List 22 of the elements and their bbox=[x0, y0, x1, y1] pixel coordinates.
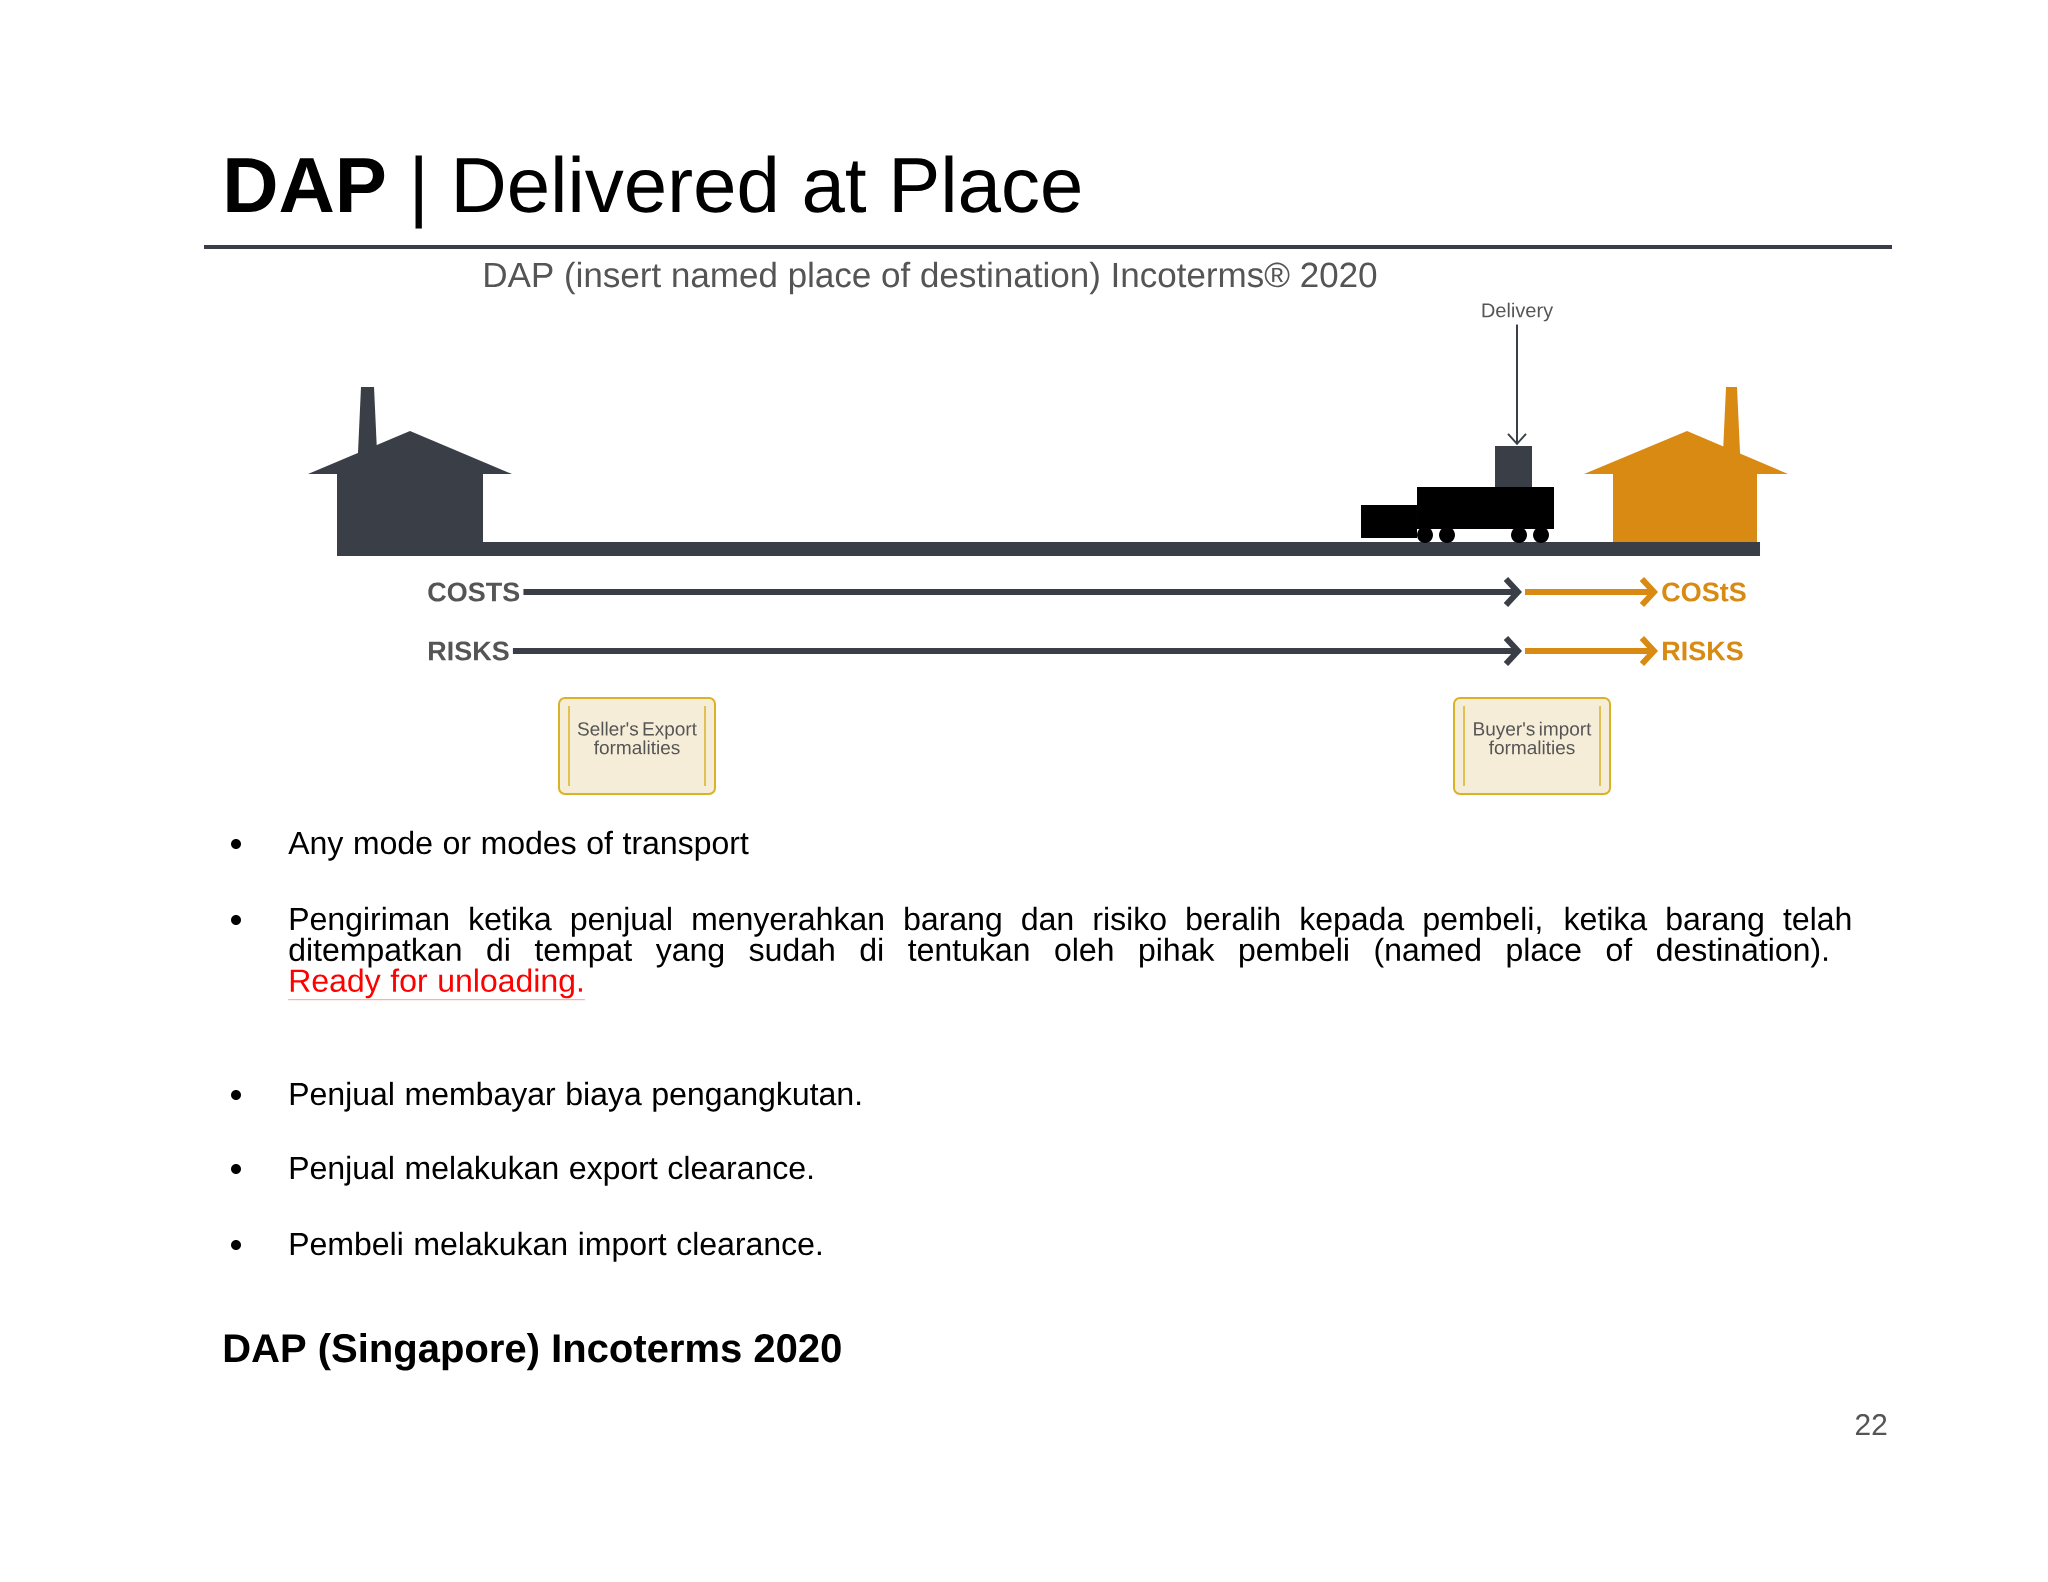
arrow bbox=[523, 576, 1522, 608]
bullet-text: Penjual membayar biaya pengangkutan. bbox=[290, 1081, 861, 1112]
row-label: COSTS bbox=[428, 582, 520, 602]
arrow bbox=[1525, 576, 1658, 608]
row-label: RISKS bbox=[429, 641, 509, 661]
bullet-text: Penjual melakukan export clearance. bbox=[290, 1155, 813, 1186]
page-number: 22 bbox=[1855, 1414, 1887, 1435]
scroll: Buyer's import formalities bbox=[1453, 697, 1611, 795]
row-label: RISKS bbox=[1663, 641, 1743, 661]
truck-drawing bbox=[1361, 446, 1554, 543]
diagram-heading: DAP (insert named place of destination) Incoterms® 2020 bbox=[485, 261, 1377, 295]
scroll: Seller's Export formalities bbox=[558, 697, 716, 795]
arrow bbox=[1525, 635, 1658, 667]
bullet-text: Pembeli melakukan import clearance. bbox=[290, 1231, 821, 1262]
delivery-label: Delivery bbox=[1482, 302, 1554, 322]
arrow bbox=[1507, 323, 1527, 446]
arrow bbox=[512, 635, 1522, 667]
row-label: COStS bbox=[1662, 582, 1746, 602]
bullet-text: Pengiriman ketika penjual menyerahkan barang dan risiko beralih kepada pembeli, ketika barang telah ditempatkan di tempat yang sudah di tentukan oleh pihak pembeli (named place of destination). Ready for unloading. bbox=[288, 906, 1851, 1000]
bullet-text: Any mode or modes of transport bbox=[288, 830, 749, 861]
source-note: DAP (Singapore) Incoterms 2020 bbox=[224, 1333, 841, 1371]
slide-title: DAP | Delivered at Place bbox=[227, 155, 1080, 229]
